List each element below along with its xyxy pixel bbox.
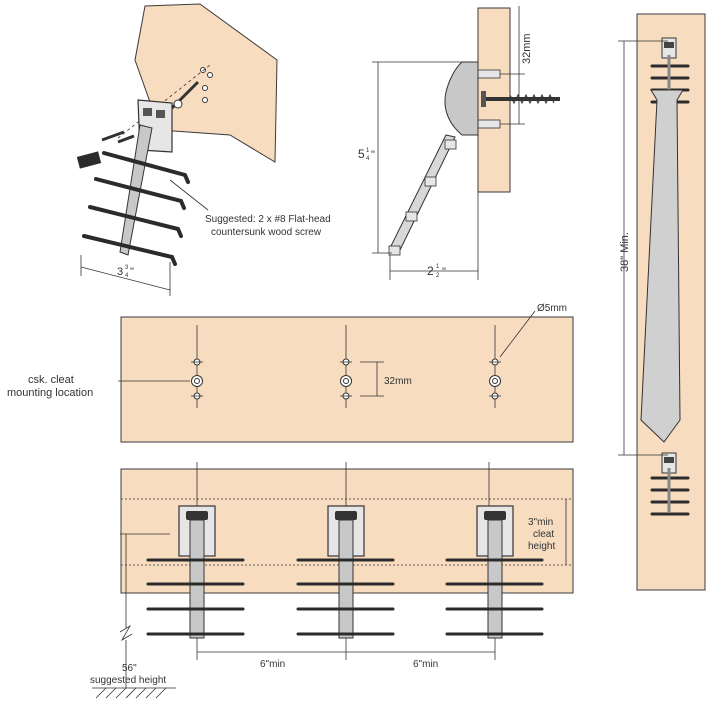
suggested-height-value: 56" — [122, 663, 137, 674]
depth-frac-den: 4 — [125, 273, 129, 279]
hole-group-right — [489, 358, 501, 400]
diameter-label: Ø5mm — [537, 303, 567, 314]
tie-rack-bottom — [650, 452, 690, 516]
depth-dimension — [80, 255, 171, 296]
side-dowel-bottom — [477, 119, 501, 129]
front-32mm-label: 32mm — [384, 376, 412, 387]
side-32mm-label: 32mm — [521, 33, 533, 64]
reach-whole: 2 — [427, 264, 434, 278]
side-rod-clip — [424, 176, 437, 187]
iso-screw-hole — [202, 97, 208, 103]
tie-length-label: 38" Min. — [619, 232, 631, 272]
installed-rack-view: 3"min cleat height 6"min 6"min — [90, 462, 574, 699]
iso-bracket — [119, 99, 173, 256]
rack-left — [146, 462, 245, 639]
iso-screw-top — [170, 80, 200, 110]
depth-unit: " — [130, 266, 134, 278]
height-frac-den: 4 — [366, 156, 370, 162]
screw-note-leader — [169, 179, 209, 211]
iso-screw-hole — [207, 72, 213, 78]
cleat-height-line2: cleat — [533, 529, 554, 540]
rack-center — [296, 462, 395, 639]
reach-frac-num: 1 — [436, 264, 440, 270]
diameter-leader — [499, 310, 536, 358]
iso-end-cap — [76, 151, 102, 169]
isometric-install-view: 3 3 4 " Suggested: 2 x #8 Flat-head coun… — [76, 3, 331, 296]
tie-shape — [640, 89, 684, 443]
height-whole: 5 — [358, 147, 365, 161]
reach-dimension — [389, 192, 479, 280]
depth-frac-num: 3 — [125, 265, 129, 271]
rack-right — [445, 462, 544, 639]
iso-screw-bottom — [101, 130, 135, 144]
spacing-dimension — [196, 638, 496, 660]
iso-screw-hole — [202, 85, 208, 91]
suggested-height-label: suggested height — [90, 675, 166, 686]
side-bracket — [444, 61, 479, 136]
cleat-height-line1: 3"min — [528, 517, 553, 528]
side-dowel-top — [477, 69, 501, 79]
height-dimension — [372, 61, 462, 254]
screw-note-line1: Suggested: 2 x #8 Flat-head — [205, 214, 331, 225]
side-arm — [389, 134, 456, 251]
tie-length-view: 38" Min. — [618, 13, 706, 591]
spacing-left-label: 6"min — [260, 659, 285, 670]
side-rod-clip — [444, 139, 457, 150]
front-32mm-dimension — [360, 361, 384, 397]
iso-rods — [82, 151, 190, 266]
iso-guide-line — [117, 64, 211, 139]
hole-group-left — [191, 358, 203, 400]
screw-note-line2: countersunk wood screw — [211, 227, 322, 238]
floor-hatching — [95, 687, 167, 699]
side-rod-clip — [405, 211, 418, 222]
side-screw — [481, 91, 560, 107]
spacing-right-label: 6"min — [413, 659, 438, 670]
cleat-label-line2: mounting location — [7, 387, 93, 399]
reach-unit: " — [442, 266, 446, 278]
cleat-label-line1: csk. cleat — [28, 374, 74, 386]
tie-length-dimension — [618, 40, 668, 456]
cleat-height-line3: height — [528, 541, 555, 552]
height-unit: " — [371, 149, 375, 161]
side-profile-view: 32mm 5 1 4 " 2 1 — [358, 6, 560, 280]
side-rod-clip — [388, 245, 401, 256]
depth-whole: 3 — [117, 266, 123, 278]
reach-frac-den: 2 — [436, 273, 440, 279]
iso-screw-hole — [200, 67, 206, 73]
hole-group-center — [340, 358, 352, 400]
mounting-front-view: 32mm Ø5mm csk. cleat mounting location — [7, 303, 574, 443]
height-frac-num: 1 — [366, 148, 370, 154]
